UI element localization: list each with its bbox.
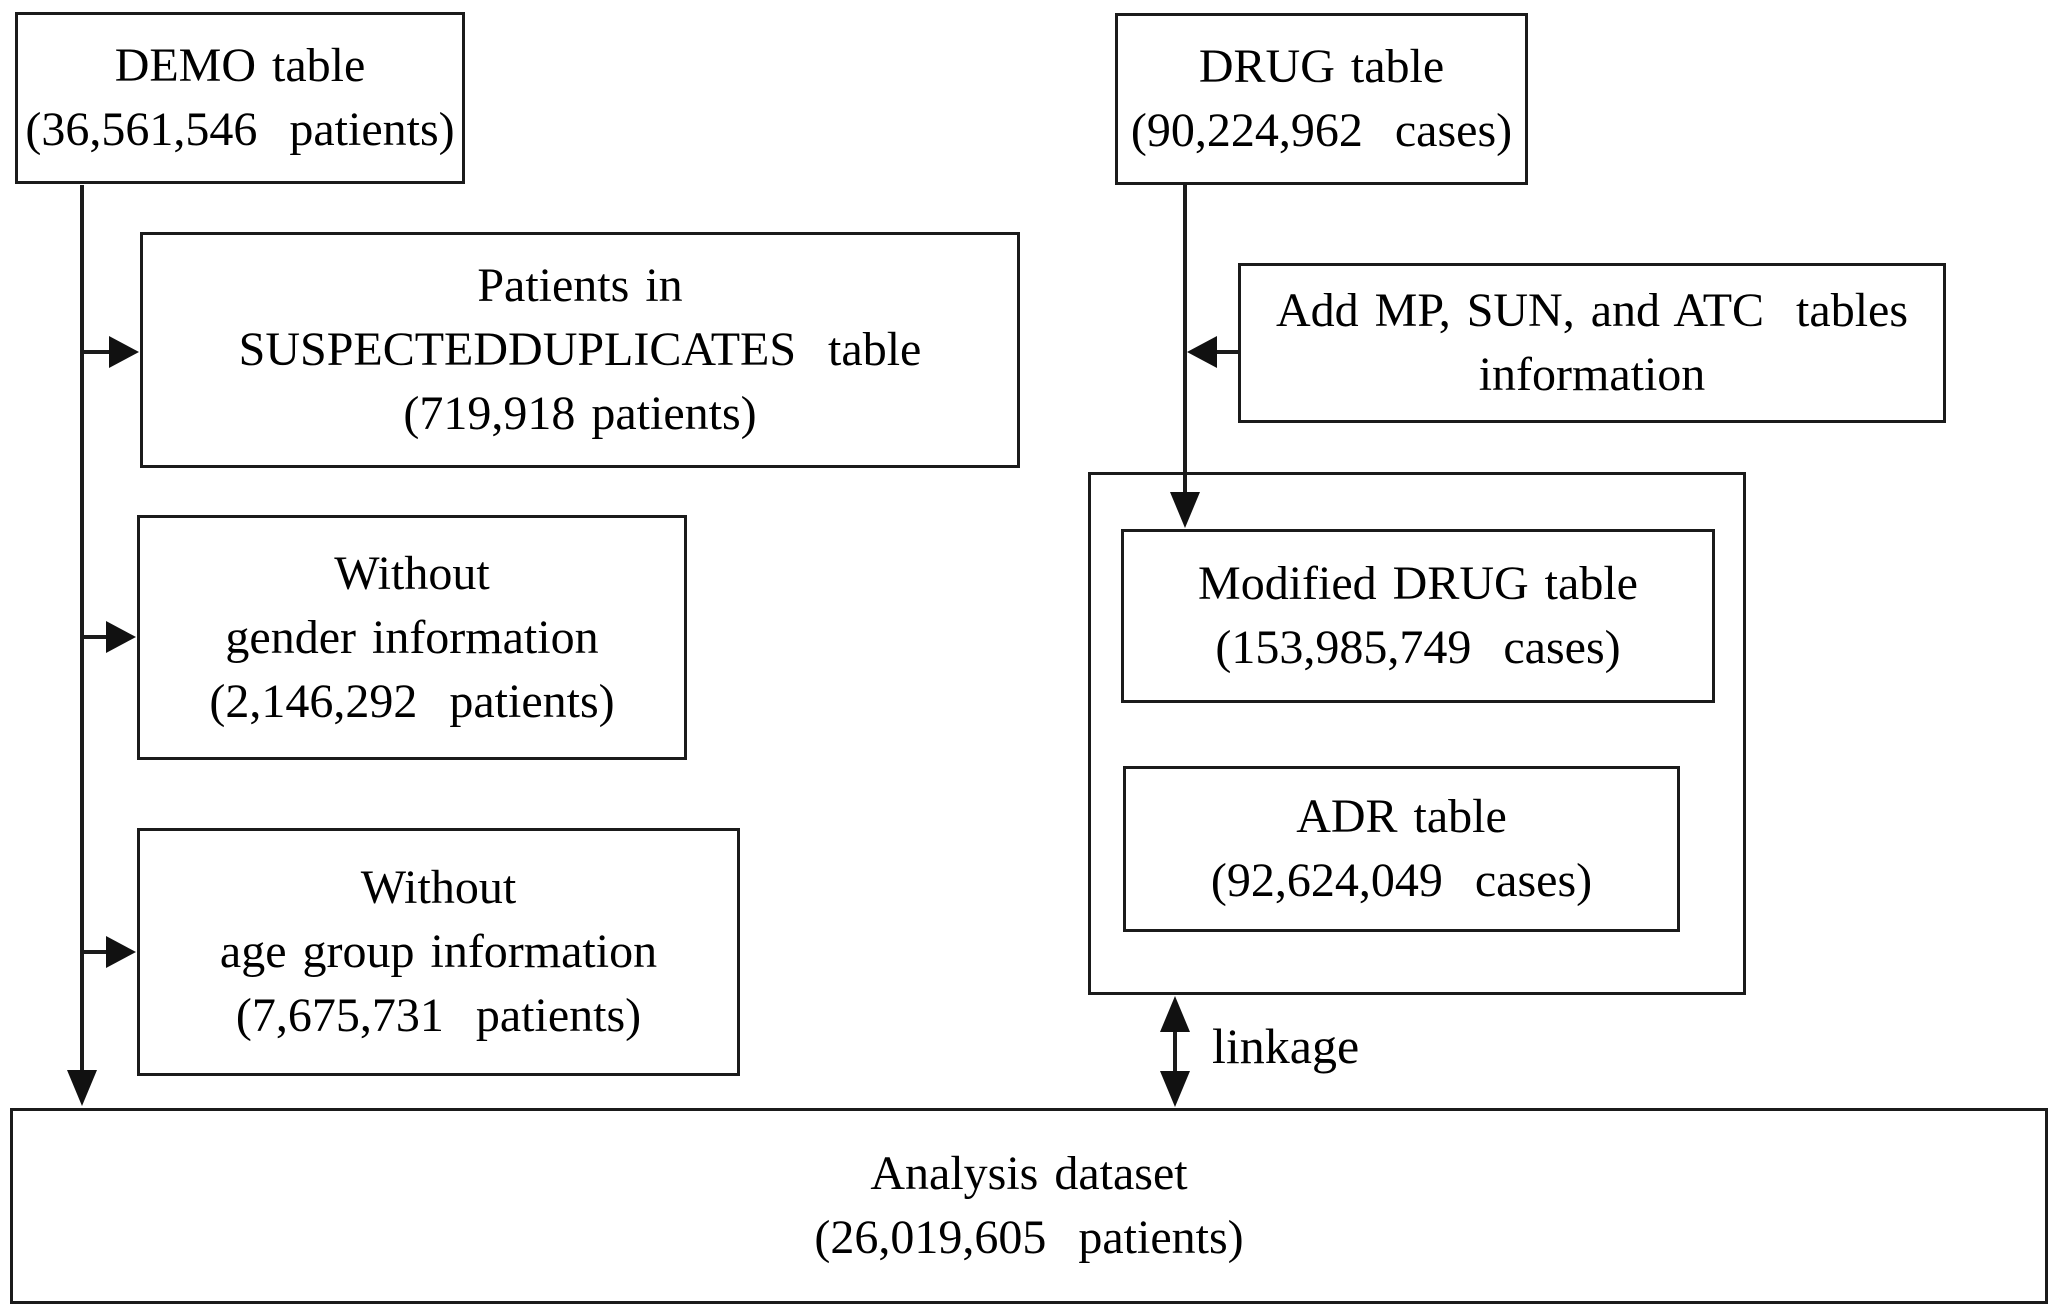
suspected-duplicates-box: Patients in SUSPECTEDDUPLICATES table (7… xyxy=(140,232,1020,468)
arrow-demo-to-analysis xyxy=(67,185,97,1106)
analysis-dataset-count: (26,019,605 patients) xyxy=(814,1211,1244,1264)
suspected-duplicates-line1: Patients in xyxy=(477,259,683,312)
drug-table-box: DRUG table (90,224,962 cases) xyxy=(1115,13,1528,185)
arrow-linkage-double xyxy=(1160,996,1190,1107)
analysis-dataset-title: Analysis dataset xyxy=(870,1147,1188,1200)
arrow-to-suspected-duplicates xyxy=(82,336,139,368)
without-gender-count: (2,146,292 patients) xyxy=(209,674,615,728)
suspected-duplicates-line2: SUSPECTEDDUPLICATES table xyxy=(238,323,922,376)
arrow-to-without-age-group xyxy=(82,936,136,968)
modified-drug-count: (153,985,749 cases) xyxy=(1215,621,1621,674)
adr-table-box: ADR table (92,624,049 cases) xyxy=(1123,766,1680,932)
add-tables-line1: Add MP, SUN, and ATC tables xyxy=(1275,284,1909,337)
suspected-duplicates-count: (719,918 patients) xyxy=(403,387,757,440)
without-age-group-line2: age group information xyxy=(219,925,658,978)
adr-table-count: (92,624,049 cases) xyxy=(1210,854,1593,907)
linkage-label: linkage xyxy=(1212,1018,1360,1074)
without-gender-line2: gender information xyxy=(225,610,599,664)
modified-drug-table-box: Modified DRUG table (153,985,749 cases) xyxy=(1121,529,1715,703)
arrow-add-tables-to-drug-line xyxy=(1187,336,1238,368)
analysis-dataset-box: Analysis dataset (26,019,605 patients) xyxy=(10,1108,2048,1304)
arrow-to-without-gender xyxy=(82,621,136,653)
drug-table-count: (90,224,962 cases) xyxy=(1130,104,1513,157)
modified-drug-title: Modified DRUG table xyxy=(1198,557,1638,610)
demo-table-count: (36,561,546 patients) xyxy=(25,103,455,156)
add-tables-box: Add MP, SUN, and ATC tables information xyxy=(1238,263,1946,423)
adr-table-title: ADR table xyxy=(1296,790,1507,843)
demo-table-title: DEMO table xyxy=(114,39,366,92)
without-age-group-count: (7,675,731 patients) xyxy=(235,989,642,1042)
without-gender-box: Without gender information (2,146,292 pa… xyxy=(137,515,687,760)
without-gender-line1: Without xyxy=(334,546,490,600)
without-age-group-box: Without age group information (7,675,731… xyxy=(137,828,740,1076)
without-age-group-line1: Without xyxy=(360,861,517,914)
add-tables-line2: information xyxy=(1478,348,1706,401)
demo-table-box: DEMO table (36,561,546 patients) xyxy=(15,12,465,184)
drug-table-title: DRUG table xyxy=(1198,40,1445,93)
